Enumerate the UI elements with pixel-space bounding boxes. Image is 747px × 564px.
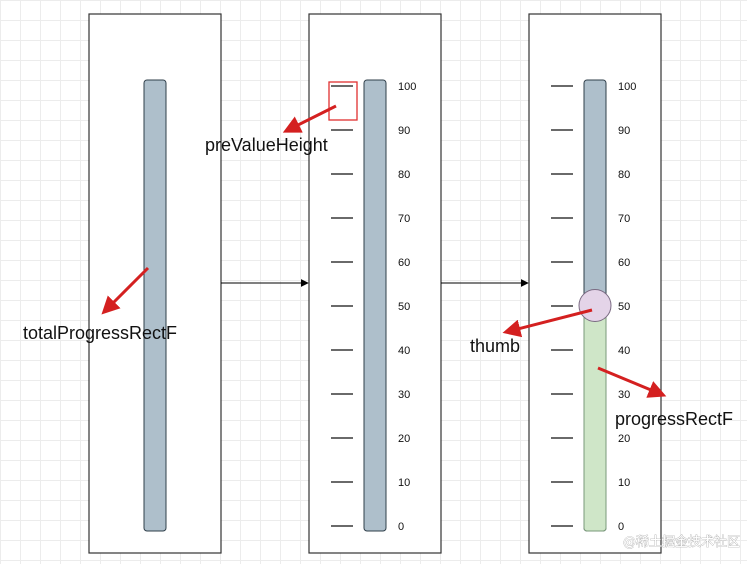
scale-label: 60 — [618, 257, 630, 269]
callout-arrow-progress — [597, 366, 667, 398]
scale-label: 20 — [398, 433, 410, 445]
scale-label: 70 — [618, 213, 630, 225]
callout-arrow-thumb — [502, 308, 593, 338]
total-progress-track — [143, 79, 167, 532]
scale-label: 80 — [398, 169, 410, 181]
scale-label: 0 — [398, 521, 404, 533]
scale-label: 50 — [398, 301, 410, 313]
scale-label: 30 — [618, 389, 630, 401]
scale-label: 40 — [618, 345, 630, 357]
scale-label: 10 — [398, 477, 410, 489]
scale-label: 10 — [618, 477, 630, 489]
label-thumb: thumb — [470, 336, 520, 356]
callout-arrow-pre-value-height — [282, 104, 337, 133]
scale-label: 90 — [618, 125, 630, 137]
watermark-text: @稀土掘金技术社区 — [623, 534, 740, 550]
scale-label: 40 — [398, 345, 410, 357]
label-progress-rect: progressRectF — [615, 409, 733, 429]
slider-thumb — [578, 289, 612, 322]
scale-label: 80 — [618, 169, 630, 181]
scale-label: 100 — [618, 81, 636, 93]
scale-label: 0 — [618, 521, 624, 533]
callout-arrow-total-progress — [101, 266, 150, 315]
scale-label: 70 — [398, 213, 410, 225]
pre-value-height-highlight — [328, 81, 358, 121]
scale-track — [363, 79, 387, 532]
progress-fill — [583, 305, 607, 532]
scale-label: 20 — [618, 433, 630, 445]
scale-label: 60 — [398, 257, 410, 269]
label-pre-value-height: preValueHeight — [205, 135, 328, 155]
scale-label: 50 — [618, 301, 630, 313]
label-total-progress-rect: totalProgressRectF — [23, 323, 177, 343]
scale-label: 30 — [398, 389, 410, 401]
scale-label: 100 — [398, 81, 416, 93]
scale-label: 90 — [398, 125, 410, 137]
panel-total-progress — [88, 13, 222, 554]
